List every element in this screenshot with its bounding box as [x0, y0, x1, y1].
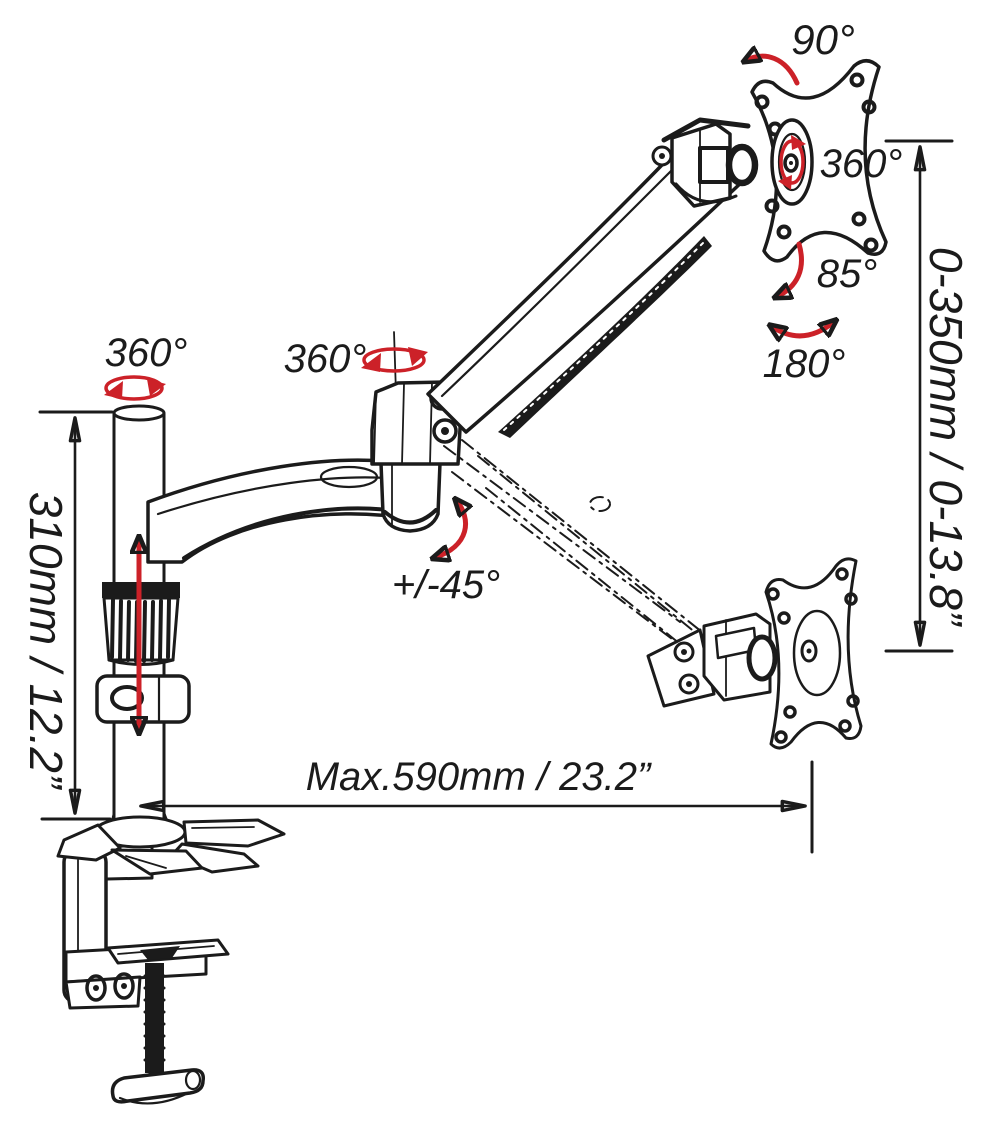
pole-adjusters	[95, 582, 191, 724]
label-vesa-rotate-90: 90°	[791, 16, 855, 63]
labels: 90° 360° 85° 180° 360° 360° +/-45° Max.5…	[20, 16, 972, 799]
dimension-annotations	[38, 139, 954, 854]
swivel-180-arrow	[771, 321, 835, 336]
label-height-range: 0-350mm / 0-13.8”	[920, 247, 972, 628]
base-wing-left	[56, 823, 122, 862]
tilt-85-arrow	[776, 241, 804, 297]
desk-base	[56, 810, 286, 876]
motion-arrows	[104, 56, 835, 732]
middle-joint	[370, 331, 464, 533]
label-vesa-swivel-360: 360°	[820, 142, 903, 186]
label-head-swivel-180: 180°	[763, 342, 846, 386]
vesa-plate-lower	[764, 557, 863, 750]
ghost-arm-phantom	[443, 439, 713, 661]
label-max-reach: Max.590mm / 23.2”	[306, 755, 652, 799]
dimension-max-reach	[139, 760, 814, 854]
base-wing-front	[110, 848, 204, 876]
tilt-45-arrow	[434, 500, 466, 558]
dimension-height-range	[884, 139, 954, 653]
lower-ball-ring	[746, 634, 778, 682]
label-pole-height: 310mm / 12.2”	[20, 492, 72, 791]
dimension-pole-height	[38, 410, 114, 821]
clamp-screw-hole	[85, 974, 107, 1002]
upper-ball-ring	[725, 143, 759, 187]
label-arm-tilt-45: +/-45°	[392, 563, 500, 607]
label-vesa-tilt-85: 85°	[817, 252, 878, 296]
desk-clamp	[62, 843, 230, 1105]
lower-end-joint	[646, 612, 778, 708]
rotate-360-pole-arrow	[104, 375, 166, 401]
lower-arm	[146, 458, 406, 564]
clamp-threaded-rod	[145, 963, 164, 1073]
swivel-360-vesa-arrow	[778, 135, 806, 190]
rotate-360-joint-arrow	[361, 347, 428, 373]
label-joint-rotate-360: 360°	[284, 337, 367, 381]
label-pole-rotate-360: 360°	[105, 331, 188, 375]
head-assembly	[661, 117, 759, 208]
clamp-handle	[110, 1068, 206, 1104]
base-wing-right	[182, 818, 286, 848]
rotate-90-arrow	[745, 56, 800, 86]
clamp-screw-hole	[113, 972, 135, 1000]
